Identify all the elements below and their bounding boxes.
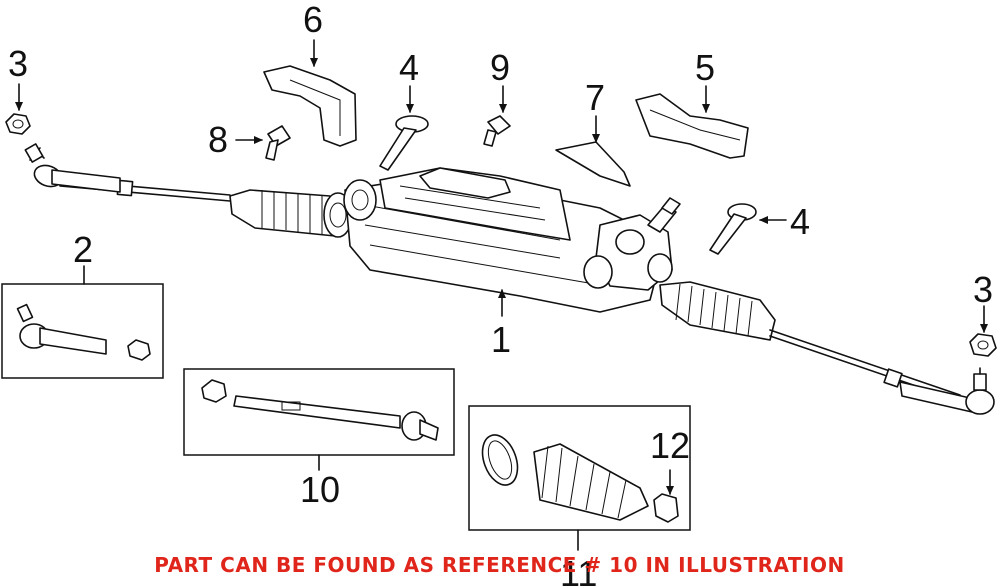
callout-12: 12 — [650, 425, 690, 466]
steering-gear-assembly — [24, 143, 995, 415]
reference-caption: PART CAN BE FOUND AS REFERENCE # 10 IN I… — [154, 553, 845, 577]
bracket-6 — [263, 65, 357, 147]
pad-7 — [555, 141, 631, 187]
callout-9: 9 — [490, 47, 510, 88]
bolt-9 — [483, 115, 511, 147]
callout-8: 8 — [208, 119, 228, 160]
rack-housing — [343, 167, 681, 313]
heat-shield-5 — [635, 93, 749, 159]
callout-2: 2 — [73, 229, 93, 270]
callout-4-upper: 4 — [399, 47, 419, 88]
left-tie-rod-end — [24, 143, 121, 193]
callout-numbers: 3 3 6 4 9 7 5 8 4 2 1 10 12 11 — [8, 0, 993, 587]
box-2-tie-rod-end — [1, 283, 164, 379]
callout-7: 7 — [585, 77, 605, 118]
callout-3-right: 3 — [973, 269, 993, 310]
box-11-boot-kit — [468, 405, 691, 531]
callout-5: 5 — [695, 47, 715, 88]
box-10-inner-tie-rod — [183, 368, 455, 456]
bolt-4-right — [709, 203, 757, 255]
left-boot — [229, 189, 353, 238]
callout-6: 6 — [303, 0, 323, 40]
nut-left — [5, 113, 31, 135]
callout-4-right: 4 — [790, 201, 810, 242]
right-tie-rod-end — [899, 367, 995, 415]
bolt-8 — [265, 125, 291, 161]
callout-3-left: 3 — [8, 43, 28, 84]
bolt-4-upper — [379, 115, 429, 171]
callout-11: 11 — [560, 553, 597, 587]
callout-1: 1 — [491, 319, 511, 360]
callout-10: 10 — [300, 469, 340, 510]
leader-lines — [15, 39, 988, 551]
right-boot — [659, 281, 776, 341]
nut-right — [969, 333, 997, 357]
